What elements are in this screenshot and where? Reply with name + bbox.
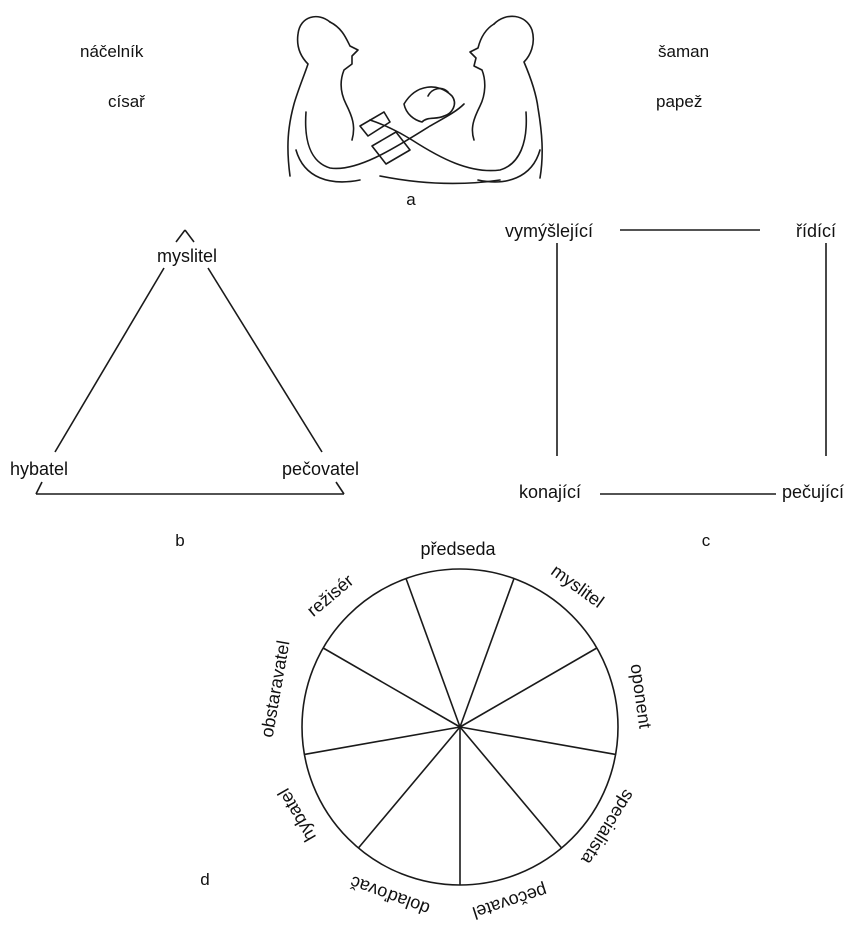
role-label-specialista: specialista: [577, 786, 639, 869]
panel-c: vymýšlející řídící konající pečující c: [505, 221, 844, 550]
wheel-spoke: [460, 648, 597, 727]
triangle-edge-right-tip: [336, 482, 344, 494]
triangle-edge-apex-left: [176, 230, 185, 242]
wheel-spoke: [323, 648, 460, 727]
label-cisar: císař: [108, 92, 145, 111]
wheel-spoke: [460, 579, 514, 728]
wheel-spoke: [358, 727, 460, 848]
panel-d-letter: d: [200, 870, 209, 889]
label-myslitel-b: myslitel: [157, 246, 217, 266]
label-saman: šaman: [658, 42, 709, 61]
label-ridici: řídící: [796, 221, 836, 241]
role-label-pecovatel: pečovatel: [470, 880, 549, 922]
triangle-edge-left: [55, 268, 164, 452]
label-nacelnik: náčelník: [80, 42, 144, 61]
label-pecujici: pečující: [782, 482, 844, 502]
role-label-predseda: předseda: [420, 539, 496, 559]
wheel-spoke: [460, 727, 616, 754]
role-wheel-spokes: [304, 579, 615, 886]
triangle-edge-left-tip: [36, 482, 42, 494]
label-pecovatel-b: pečovatel: [282, 459, 359, 479]
triangle-edge-right: [208, 268, 322, 452]
label-hybatel-b: hybatel: [10, 459, 68, 479]
panel-d: předseda myslitel oponent specialista pe…: [200, 539, 655, 922]
figures-illustration: [288, 16, 542, 183]
role-label-myslitel: myslitel: [547, 560, 607, 611]
wheel-spoke: [406, 579, 460, 728]
label-vymyslejici: vymýšlející: [505, 221, 593, 241]
wheel-spoke: [304, 727, 460, 754]
panel-b-letter: b: [175, 531, 184, 550]
role-label-reziser: režisér: [303, 570, 357, 620]
label-konajici: konající: [519, 482, 581, 502]
triangle-edge-apex-right: [185, 230, 194, 242]
panel-b: myslitel hybatel pečovatel b: [10, 230, 359, 550]
wheel-spoke: [460, 727, 562, 848]
panel-a-letter: a: [406, 190, 416, 209]
panel-c-letter: c: [702, 531, 711, 550]
label-papez: papež: [656, 92, 702, 111]
role-label-obstaravatel: obstaravatel: [257, 639, 294, 739]
panel-a: náčelník císař šaman papež a: [80, 16, 709, 209]
role-label-oponent: oponent: [627, 663, 656, 730]
role-label-hybatel: hybatel: [274, 785, 320, 845]
